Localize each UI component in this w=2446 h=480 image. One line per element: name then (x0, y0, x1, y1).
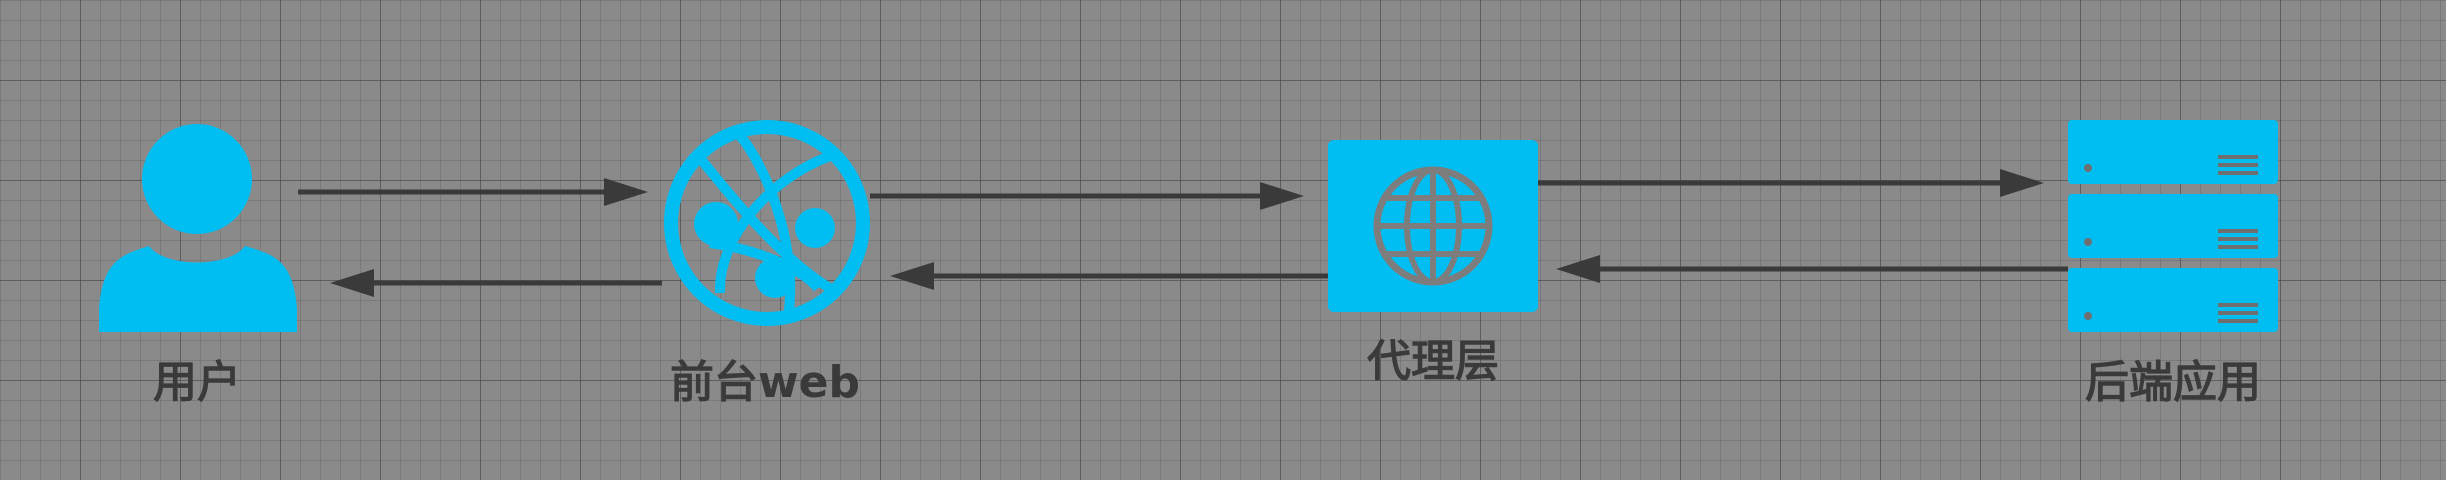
node-backend (2068, 120, 2278, 332)
node-label-proxy: 代理层 (1367, 336, 1499, 387)
arrow-web-to-user (330, 269, 662, 297)
node-proxy (1328, 140, 1538, 312)
web-globe-icon (664, 120, 870, 326)
node-web (660, 118, 875, 328)
server-unit-2 (2068, 194, 2278, 258)
node-user (95, 118, 300, 333)
node-label-web: 前台web (670, 357, 860, 408)
arrow-web-to-proxy (870, 182, 1304, 210)
node-label-user: 用户 (153, 357, 241, 408)
server-stack-icon (2068, 120, 2278, 332)
server-unit-3 (2068, 268, 2278, 332)
user-icon (99, 124, 297, 332)
arrow-proxy-to-web (890, 262, 1328, 290)
arrow-user-to-web (298, 178, 648, 206)
server-unit-1 (2068, 120, 2278, 184)
arrow-proxy-to-backend (1538, 169, 2044, 197)
arrow-backend-to-proxy (1556, 255, 2068, 283)
node-label-backend: 后端应用 (2085, 357, 2261, 408)
globe-icon (1328, 140, 1538, 312)
